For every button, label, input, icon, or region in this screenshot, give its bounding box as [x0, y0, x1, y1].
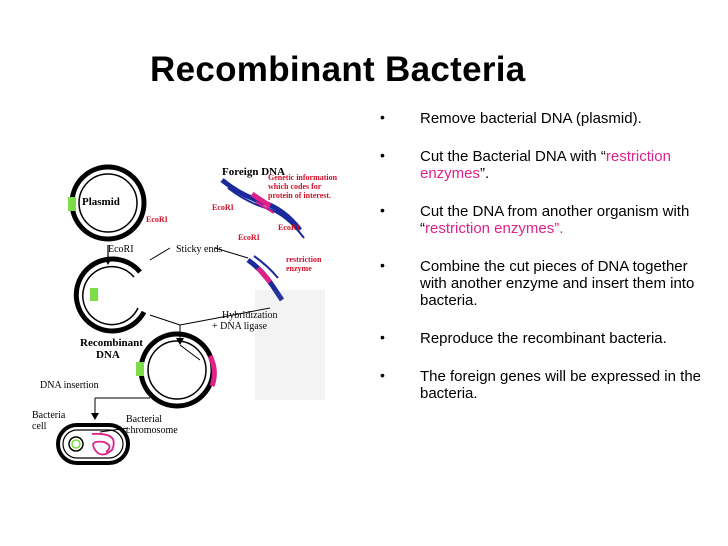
dna-insertion-label: DNA insertion	[40, 380, 99, 391]
highlight-text: restriction enzymes	[420, 148, 671, 182]
recombinant-dna-diagram: Plasmid EcoRI EcoRI Sticky ends Foreign …	[32, 164, 339, 465]
insertion-arrow	[91, 397, 150, 420]
ecori-label: EcoRI	[278, 223, 300, 232]
ecori-label: EcoRI	[108, 244, 134, 255]
genetic-info-label: Genetic information which codes for prot…	[268, 173, 339, 200]
slide-title: Recombinant Bacteria	[150, 50, 526, 89]
bacteria-cell	[56, 423, 130, 465]
bullet-dot: •	[380, 367, 385, 383]
bullet-list: •Remove bacterial DNA (plasmid). •Cut th…	[378, 109, 718, 423]
bullet-dot: •	[380, 147, 385, 163]
cut-foreign-dna	[246, 255, 285, 302]
bacteria-cell-label: Bacteria cell	[32, 410, 68, 432]
bullet-dot: •	[380, 257, 385, 273]
highlight-text: restriction enzymes”.	[425, 220, 564, 237]
cut-plasmid-ring	[73, 256, 147, 334]
ecori-label: EcoRI	[146, 215, 168, 224]
bullet-item: •Combine the cut pieces of DNA together …	[380, 257, 695, 309]
bullet-dot: •	[380, 329, 385, 345]
bullet-item: •Cut the DNA from another organism with …	[380, 202, 690, 237]
recombinant-plasmid	[136, 331, 217, 409]
foreign-dna-label: Foreign DNA	[222, 166, 285, 178]
bullet-item: •Reproduce the recombinant bacteria.	[380, 329, 667, 347]
recombinant-dna-label: Recombinant DNA	[80, 337, 146, 361]
bullet-dot: •	[380, 202, 385, 218]
plasmid-label: Plasmid	[82, 196, 120, 208]
bullet-item: •Remove bacterial DNA (plasmid).	[380, 109, 642, 127]
sticky-ends-label: Sticky ends	[176, 244, 222, 255]
plasmid-ring	[68, 164, 147, 242]
sticky-ends-pointer	[149, 247, 249, 261]
bacterial-chromosome-label: Bacterial chromosome	[126, 414, 178, 436]
background-image	[255, 290, 325, 400]
foreign-dna-strand	[220, 178, 305, 239]
bullet-item: •Cut the Bacterial DNA with “restriction…	[380, 147, 671, 182]
bullet-item: •The foreign genes will be expressed in …	[380, 367, 702, 402]
ecori-label: EcoRI	[238, 233, 260, 242]
hybridization-label: Hybridization + DNA ligase	[212, 310, 280, 332]
bullet-dot: •	[380, 109, 385, 125]
restriction-enzyme-label: restriction enzyme	[286, 255, 323, 273]
ecori-label: EcoRI	[212, 203, 234, 212]
